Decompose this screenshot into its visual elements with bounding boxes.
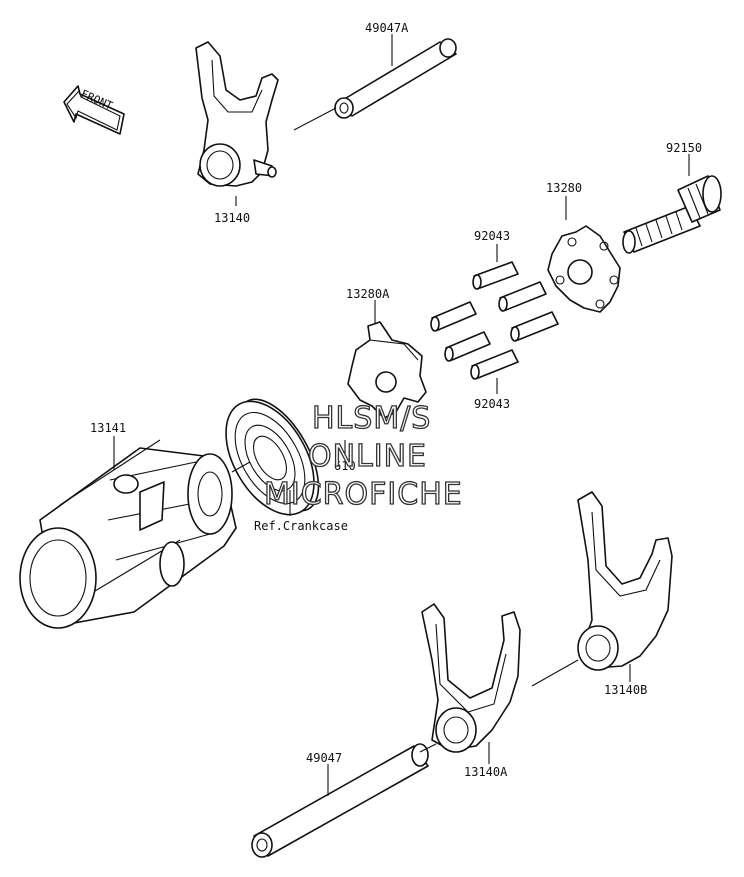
pin [510, 311, 559, 342]
label-fork-lower-b: 13140B [604, 683, 647, 697]
label-fork-upper: 13140 [214, 211, 250, 225]
label-fork-lower-a: 13140A [464, 765, 508, 779]
label-drum: 13141 [90, 421, 126, 435]
label-cam-plate-a: 13280A [346, 287, 390, 301]
shift-drum-13141 [19, 439, 237, 629]
label-ref-crankcase: Ref.Crankcase [254, 519, 348, 533]
shift-rod-49047 [251, 743, 429, 858]
pin-set-92043 [430, 261, 559, 380]
shift-rod-49047a [334, 38, 457, 119]
label-pins-upper: 92043 [474, 229, 510, 243]
watermark: HLSM/S ONLINE MICROFICHE [263, 400, 463, 512]
label-shaft-upper: 49047A [365, 21, 409, 35]
pin [430, 301, 477, 332]
label-cam-plate: 13280 [546, 181, 582, 195]
cam-plate-13280 [547, 225, 621, 313]
label-leaders [113, 34, 690, 796]
part-labels: 49047A 13140 92150 13280 92043 13280A 92… [90, 21, 702, 779]
assembly-lines [231, 107, 579, 753]
pin [470, 349, 519, 380]
bolt-92150 [622, 175, 722, 254]
label-pins-lower: 92043 [474, 397, 510, 411]
label-bearing: 610 [334, 459, 356, 473]
pin [498, 281, 547, 312]
watermark-line-3: MICROFICHE [264, 477, 463, 512]
shift-fork-13140a [421, 603, 521, 753]
label-shaft-lower: 49047 [306, 751, 342, 765]
watermark-line-1: HLSM/S [312, 401, 431, 436]
shift-fork-13140b [577, 491, 673, 671]
bearing-610 [225, 398, 320, 516]
pin [472, 261, 519, 290]
pin [444, 331, 491, 362]
shift-fork-13140 [195, 41, 279, 187]
label-bolt: 92150 [666, 141, 702, 155]
watermark-line-2: ONLINE [308, 439, 427, 474]
front-arrow: FRONT [63, 85, 125, 135]
cam-plate-13280a [347, 321, 427, 419]
